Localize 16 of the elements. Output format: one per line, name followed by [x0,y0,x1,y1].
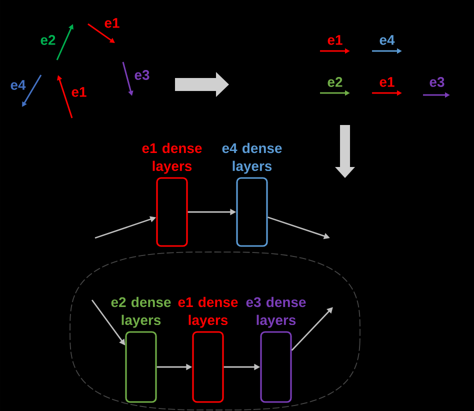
layer-heading: e1 dense layers [178,296,238,328]
vector-label: e1 [72,87,86,97]
layer-heading: e3 dense layers [246,296,306,328]
vector-label: e1 [328,35,342,45]
vector-label: e4 [10,80,26,90]
layer-heading: e2 dense layers [111,296,171,328]
vector-label: e3 [430,77,444,87]
vector-label: e1 [380,77,394,87]
vector-label: e2 [328,77,342,87]
layer-heading: e1 dense layers [142,142,202,174]
vector-label: e1 [104,18,120,28]
layer-heading: e4 dense layers [222,142,282,174]
vector-label: e3 [134,70,150,80]
connector-arrow [291,307,333,351]
vector-label: e4 [380,35,395,45]
vector-label: e2 [40,35,56,45]
